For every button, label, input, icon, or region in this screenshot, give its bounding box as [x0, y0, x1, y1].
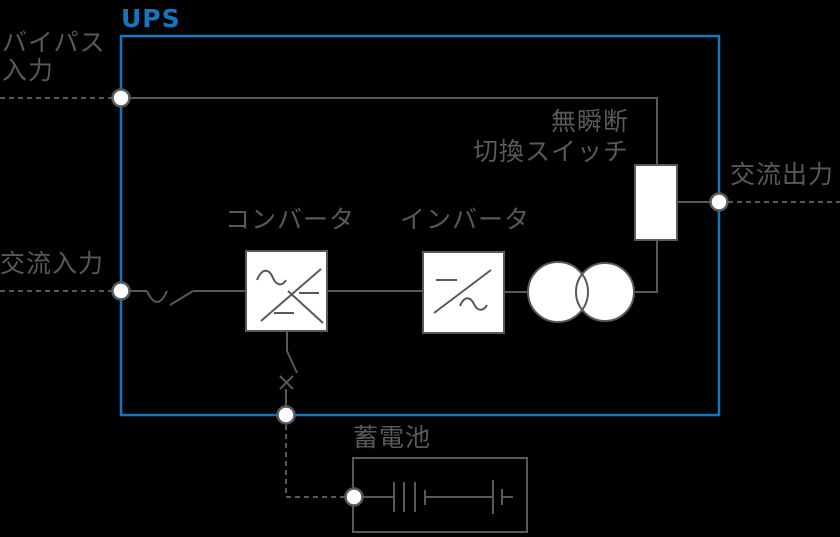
- ups-boundary-box: [119, 34, 721, 417]
- ac-input-label: 交流入力: [0, 249, 105, 278]
- bypass-input-node-icon: [111, 88, 131, 108]
- battery-label: 蓄電池: [353, 423, 432, 452]
- fuse-x-icon: [279, 375, 294, 390]
- transformer-right-fill: [576, 263, 634, 321]
- input-switch-blade-icon: [169, 290, 194, 306]
- input-switch-contact-arc-icon: [146, 290, 168, 303]
- converter-icon: [245, 250, 328, 332]
- transformer-left-circle-icon: [527, 261, 589, 323]
- transfer-switch-label-line1: 無瞬断: [550, 107, 629, 136]
- converter-diagonal-cross: [287, 290, 324, 324]
- converter-label: コンバータ: [224, 205, 355, 234]
- inverter-diagonal: [433, 269, 492, 314]
- wire-transformer-to-switch: [634, 240, 658, 293]
- ac-output-label: 交流出力: [730, 160, 835, 189]
- ups-title: UPS: [121, 4, 181, 33]
- inverter-ac-sine-glyph: [459, 297, 488, 311]
- ac-output-node-icon: [709, 192, 729, 212]
- battery-plates-tall-icon: [393, 482, 416, 512]
- inverter-icon: [422, 251, 505, 334]
- battery-dashed-link: [285, 425, 345, 498]
- bypass-feed-line: [121, 97, 658, 165]
- battery-box: [352, 457, 528, 533]
- transformer-left-fill: [528, 262, 588, 322]
- converter-ac-sine-glyph: [256, 269, 287, 286]
- transfer-switch-label-line2: 切換スイッチ: [472, 137, 629, 166]
- bypass-input-label-line2: 入力: [2, 56, 55, 85]
- dc-switch-blade-icon: [286, 350, 298, 374]
- bypass-input-label: バイパス 入力: [2, 29, 106, 85]
- bypass-input-label-line1: バイパス: [2, 28, 106, 57]
- transfer-switch-icon: [634, 164, 678, 241]
- ac-input-node-icon: [111, 281, 131, 301]
- battery-input-node-icon: [344, 487, 364, 507]
- inverter-label: インバータ: [399, 205, 530, 234]
- transfer-switch-label: 無瞬断 切換スイッチ: [473, 107, 629, 167]
- battery-branch-node-icon: [276, 405, 296, 425]
